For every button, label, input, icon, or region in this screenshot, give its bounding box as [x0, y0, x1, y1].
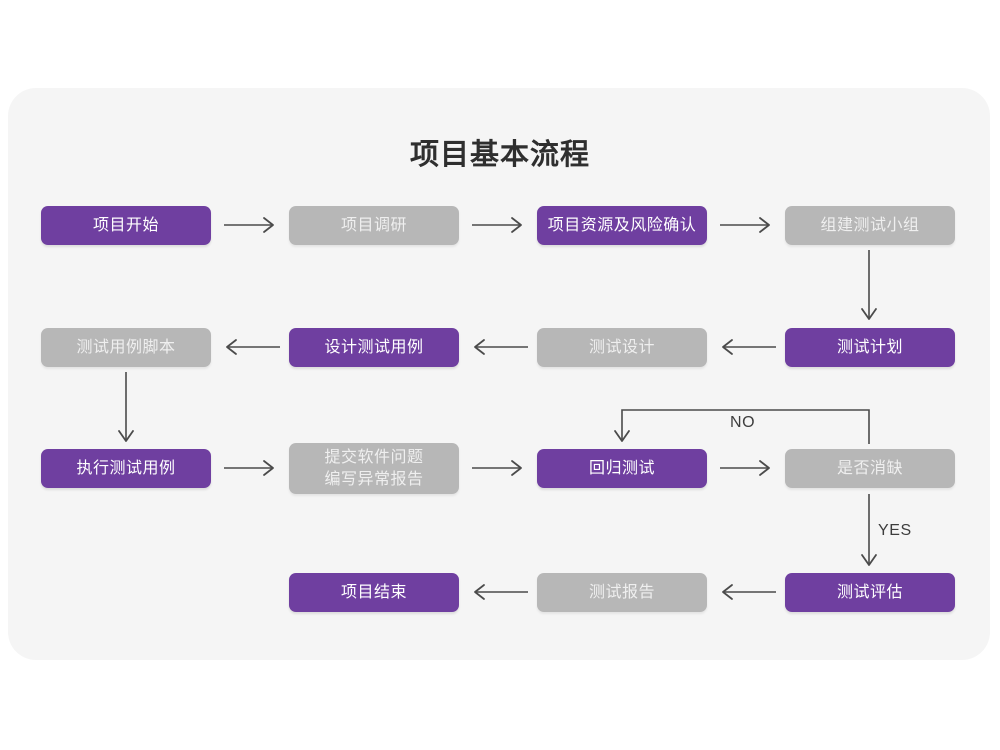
- edge-label-no: NO: [730, 414, 756, 431]
- node-execute-test-cases[interactable]: 执行测试用例: [41, 449, 211, 488]
- node-test-evaluation[interactable]: 测试评估: [785, 573, 955, 612]
- node-design-test-cases[interactable]: 设计测试用例: [289, 328, 459, 367]
- node-test-plan[interactable]: 测试计划: [785, 328, 955, 367]
- node-test-design[interactable]: 测试设计: [537, 328, 707, 367]
- node-regression-test[interactable]: 回归测试: [537, 449, 707, 488]
- node-resource-risk-confirm[interactable]: 项目资源及风险确认: [537, 206, 707, 245]
- node-defects-cleared[interactable]: 是否消缺: [785, 449, 955, 488]
- page-title: 项目基本流程: [409, 139, 590, 171]
- node-test-report[interactable]: 测试报告: [537, 573, 707, 612]
- edge-label-yes: YES: [878, 522, 912, 539]
- node-test-case-script[interactable]: 测试用例脚本: [41, 328, 211, 367]
- node-project-research[interactable]: 项目调研: [289, 206, 459, 245]
- node-submit-issues-report[interactable]: 提交软件问题 编写异常报告: [289, 443, 459, 494]
- diagram-card: [8, 88, 990, 660]
- node-project-start[interactable]: 项目开始: [41, 206, 211, 245]
- node-project-end[interactable]: 项目结束: [289, 573, 459, 612]
- node-form-test-team[interactable]: 组建测试小组: [785, 206, 955, 245]
